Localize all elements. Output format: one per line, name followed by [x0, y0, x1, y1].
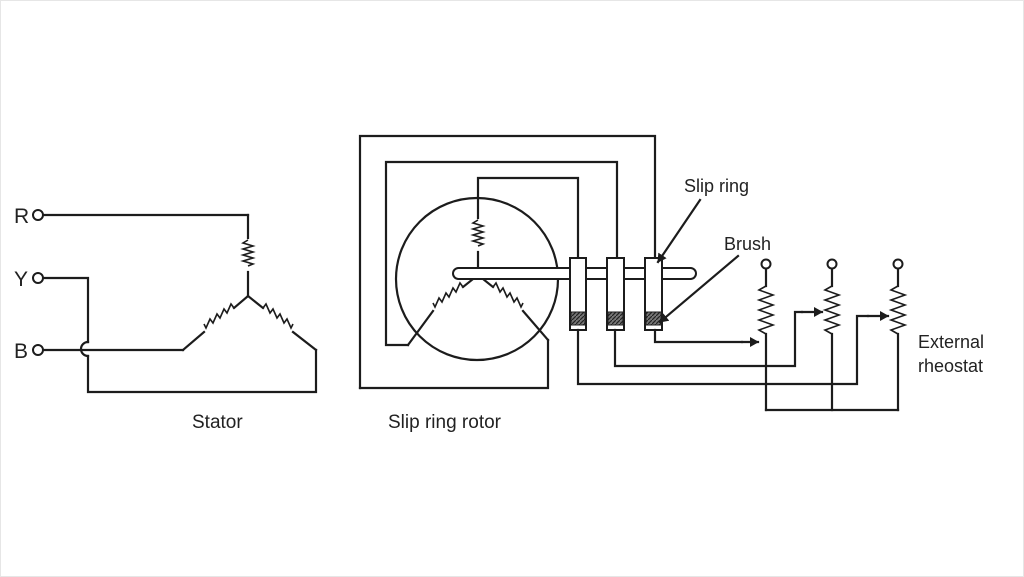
rheostat-1	[740, 258, 776, 412]
slip-ring-label: Slip ring	[684, 176, 749, 196]
label-b: B	[14, 340, 28, 363]
brush-arrow	[658, 254, 740, 324]
rotor-coil-right	[476, 273, 550, 342]
rotor-bottom-wire	[358, 338, 550, 390]
brush-wire-2	[613, 310, 804, 368]
terminal-r	[32, 209, 44, 221]
rheostat-label-line1: External	[918, 332, 984, 352]
rotor-outer-wire	[358, 134, 657, 390]
label-r: R	[14, 205, 29, 228]
rotor-inner-wire	[384, 160, 619, 347]
rheostat-3	[866, 258, 908, 412]
brush-wire-3	[653, 328, 744, 344]
y-wire	[41, 276, 318, 394]
rotor-coil-top	[470, 176, 580, 277]
slip-ring-arrow	[656, 198, 702, 264]
stator: R Y B Stator	[14, 205, 318, 433]
stator-coil-left	[181, 294, 250, 352]
rheostat-label-line2: rheostat	[918, 356, 983, 376]
stator-coil-right	[246, 294, 318, 352]
rotor: Slip ring rotor	[358, 134, 697, 433]
stator-coil-top	[240, 213, 256, 298]
rheostat-2	[800, 258, 842, 412]
label-y: Y	[14, 268, 28, 291]
brush-wire-1	[576, 314, 870, 386]
callouts: Slip ring Brush	[656, 176, 771, 324]
terminal-y	[32, 272, 44, 284]
slip-ring-3	[644, 257, 663, 331]
stator-caption: Stator	[192, 412, 243, 433]
slip-ring-1	[569, 257, 587, 331]
rotor-caption: Slip ring rotor	[388, 412, 502, 433]
brush-label: Brush	[724, 234, 771, 254]
external-rheostats: External rheostat	[576, 258, 984, 412]
slip-ring-2	[606, 257, 625, 331]
terminal-b	[32, 344, 44, 356]
